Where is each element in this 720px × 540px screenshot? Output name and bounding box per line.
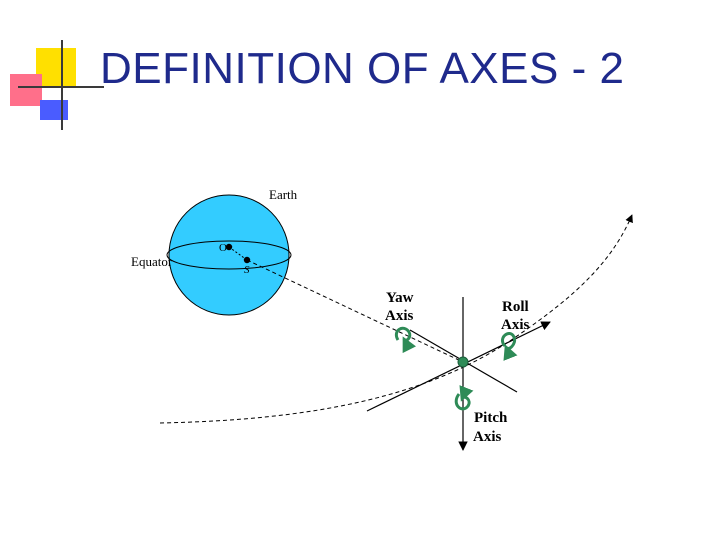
roll-label-line2: Axis: [501, 317, 530, 333]
deco-yellow-square: [36, 48, 76, 88]
equator-ellipse: [166, 240, 292, 270]
pitch-label-line2: Axis: [473, 429, 502, 445]
deco-vertical-line: [61, 40, 63, 130]
earth-sphere: [168, 194, 290, 316]
yaw-rotation-arrow: [394, 326, 417, 354]
earth-label: Earth: [269, 187, 298, 202]
roll-rotation-arrow: [500, 331, 518, 361]
equator-label: Equator: [131, 254, 173, 269]
pitch-rotation-arrow: [454, 385, 474, 411]
roll-axis-line: [366, 321, 551, 412]
yaw-label-line1: Yaw: [386, 290, 414, 306]
center-label: O: [219, 242, 227, 254]
deco-horizontal-line: [18, 86, 104, 88]
yaw-label-line2: Axis: [385, 308, 414, 324]
page-title: DEFINITION OF AXES - 2: [100, 44, 625, 93]
deco-red-square: [10, 74, 42, 106]
pitch-label-line1: Pitch: [474, 410, 508, 426]
nadir-line: [246, 259, 464, 363]
roll-label-line1: Roll: [502, 299, 529, 315]
sub-point-label: S: [244, 264, 250, 276]
satellite-point: [457, 356, 469, 368]
